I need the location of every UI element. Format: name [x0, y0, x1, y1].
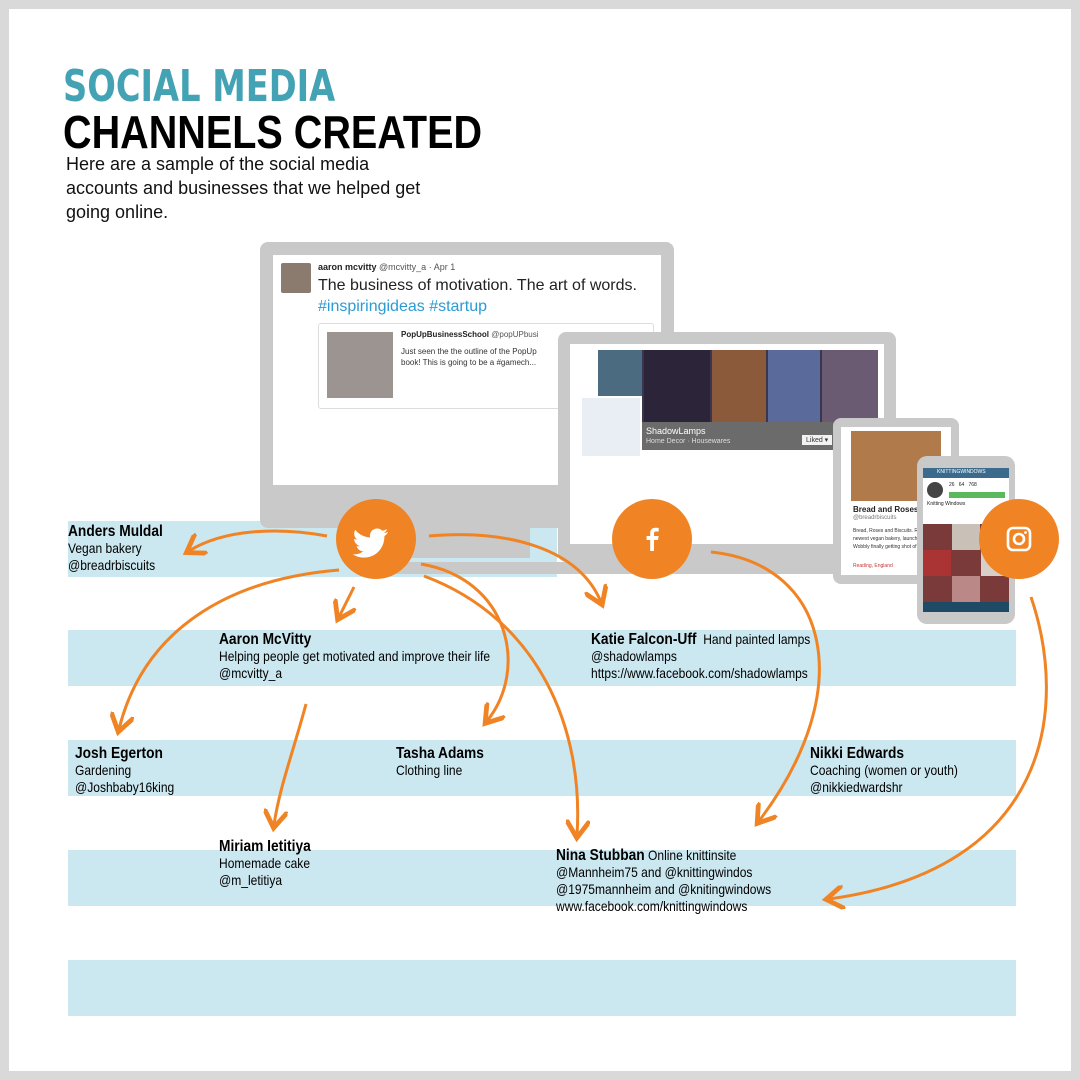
tablet-location: Reading, England: [853, 563, 893, 569]
infographic-card: SOCIAL MEDIA CHANNELS CREATED Here are a…: [9, 9, 1071, 1071]
band-row-4: [68, 850, 1016, 906]
person-desc: Homemade cake: [219, 855, 311, 871]
quoted-text-line-1: Just seen the the outline of the PopUp: [401, 347, 537, 356]
instagram-circle[interactable]: [979, 499, 1059, 579]
tweet-handle: @mcvitty_a · Apr 1: [379, 262, 456, 272]
arrow-to-anders: [189, 529, 328, 551]
title-line-2: CHANNELS CREATED: [63, 106, 483, 158]
person-name: Anders Muldal: [68, 523, 163, 540]
intro-text: Here are a sample of the social media ac…: [66, 154, 421, 222]
person-desc: Coaching (women or youth): [810, 762, 958, 778]
person-desc: Gardening: [75, 762, 132, 778]
monitor-stand: [400, 528, 530, 558]
connector-arrows: [9, 529, 1048, 1071]
instagram-bio: Knitting Windows: [927, 501, 966, 507]
person-desc: Online knittinsite: [648, 847, 737, 863]
band-row-3: [68, 740, 1016, 796]
instagram-follow-button[interactable]: [949, 492, 1005, 498]
person-name: Nina Stubban: [556, 847, 645, 864]
person-tasha: Tasha Adams Clothing line: [396, 745, 484, 779]
person-nina: Nina Stubban Online knittinsite @Mannhei…: [556, 847, 771, 915]
tablet-page-handle: @breadrbiscuits: [853, 515, 897, 521]
person-desc: Helping people get motivated and improve…: [219, 648, 491, 664]
person-name: Katie Falcon-Uff: [591, 631, 697, 648]
person-desc: Clothing line: [396, 762, 463, 778]
arrow-to-miriam: [274, 703, 308, 825]
person-name: Aaron McVitty: [219, 631, 312, 648]
person-desc: Hand painted lamps: [703, 631, 811, 647]
arrow-to-josh: [119, 568, 340, 729]
person-name: Miriam Ietitiya: [219, 838, 311, 855]
person-handle: @Mannheim75 and @knittingwindos: [556, 864, 753, 880]
arrow-to-tasha: [420, 562, 510, 721]
instagram-tab-bar: [923, 602, 1009, 612]
person-handle: @shadowlamps: [591, 648, 677, 664]
arrow-to-aaron: [339, 586, 354, 617]
person-handle: @mcvitty_a: [219, 665, 283, 681]
facebook-screen: ShadowLamps Home Decor · Housewares Like…: [570, 344, 884, 544]
person-link[interactable]: https://www.facebook.com/shadowlamps: [591, 665, 808, 681]
person-desc: Vegan bakery: [68, 540, 142, 556]
quoted-tweet[interactable]: PopUpBusinessSchool @popUPbusi Just seen…: [318, 323, 654, 409]
band-row-5: [68, 960, 1016, 1016]
person-handle: @nikkiedwardshr: [810, 779, 903, 795]
person-name: Tasha Adams: [396, 745, 484, 762]
facebook-page-category: Home Decor · Housewares: [646, 438, 731, 445]
person-aaron: Aaron McVitty Helping people get motivat…: [219, 631, 490, 682]
instagram-account-name: KNITTINGWINDOWS: [937, 469, 986, 475]
person-handle: @m_letitiya: [219, 872, 283, 888]
arrow-to-nina: [423, 574, 578, 835]
person-nikki: Nikki Edwards Coaching (women or youth) …: [810, 745, 958, 796]
arrow-to-nikki: [710, 550, 821, 821]
twitter-circle[interactable]: [336, 499, 416, 579]
tweet-author: aaron mcvitty: [318, 262, 377, 272]
person-name: Josh Egerton: [75, 745, 163, 762]
tweet-text: The business of motivation. The art of w…: [318, 277, 637, 294]
facebook-page-name: ShadowLamps: [646, 426, 706, 436]
tweet-body: The business of motivation. The art of w…: [318, 275, 658, 317]
facebook-circle[interactable]: [612, 499, 692, 579]
facebook-profile-photo: [580, 396, 642, 458]
instagram-stat-posts: 26: [949, 482, 955, 488]
instagram-avatar: [927, 482, 943, 498]
tablet-page-name: Bread and Roses: [853, 505, 919, 514]
tweet-hashtag-1[interactable]: #inspiringideas: [318, 298, 425, 315]
person-katie: Katie Falcon-Uff Hand painted lamps @sha…: [591, 631, 810, 682]
quoted-handle: @popUPbusi: [491, 330, 539, 339]
person-josh: Josh Egerton Gardening @Joshbaby16king: [75, 745, 174, 796]
instagram-stat-following: 768: [968, 482, 977, 488]
person-miriam: Miriam Ietitiya Homemade cake @m_letitiy…: [219, 838, 311, 889]
person-link[interactable]: www.facebook.com/knittingwindows: [556, 898, 748, 914]
instagram-camera-icon: [1006, 526, 1032, 552]
person-anders: Anders Muldal Vegan bakery @breadrbiscui…: [68, 523, 163, 574]
facebook-liked-button[interactable]: Liked ▾: [802, 435, 833, 445]
person-handle: @breadrbiscuits: [68, 557, 156, 573]
quoted-author: PopUpBusinessSchool: [401, 330, 490, 339]
tweet-avatar: [281, 263, 311, 293]
tablet-bio-1: Bread, Roses and Biscuits. R: [853, 528, 919, 534]
quoted-text-line-2: book! This is going to be a #gamech...: [401, 358, 537, 367]
facebook-f-icon: [646, 527, 659, 551]
tweet-hashtag-2[interactable]: #startup: [429, 298, 487, 315]
twitter-bird-icon: [352, 528, 388, 558]
person-handle: @1975mannheim and @knitingwindows: [556, 881, 772, 897]
title-line-1: SOCIAL MEDIA: [63, 61, 336, 112]
person-name: Nikki Edwards: [810, 745, 905, 762]
instagram-stat-followers: 64: [958, 482, 965, 488]
tablet-bio-3: Wobbly finally getting shot of: [853, 544, 917, 550]
person-handle: @Joshbaby16king: [75, 779, 175, 795]
arrow-to-katie: [428, 533, 601, 602]
phone: KNITTINGWINDOWS 26 64 768 Knitting Windo…: [917, 456, 1015, 624]
arrow-to-nina-instagram: [829, 596, 1048, 899]
quoted-tweet-image: [327, 332, 393, 398]
tablet-bio-2: newest vegan bakery, launch: [853, 536, 918, 542]
